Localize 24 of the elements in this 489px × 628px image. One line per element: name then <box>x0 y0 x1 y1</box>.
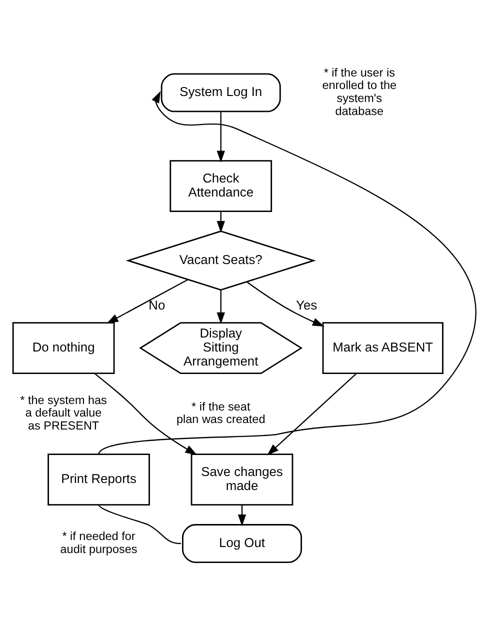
node-box: Log Out <box>182 524 302 563</box>
arrow <box>238 505 246 526</box>
edge-label: Yes <box>296 298 318 313</box>
arrow <box>216 212 225 233</box>
node-diamond: Vacant Seats? <box>126 230 316 291</box>
arrow <box>216 290 225 324</box>
node-label: * the system has a default value as PRESENT <box>20 394 107 433</box>
connector <box>98 504 181 544</box>
node-label: * if the user is enrolled to the system's database <box>322 66 397 118</box>
node-box: Save changes made <box>190 454 294 506</box>
arrow <box>94 373 198 455</box>
node-label: * if the seat plan was created <box>176 400 266 426</box>
arrow <box>267 373 357 456</box>
node-box: Print Reports <box>48 454 150 506</box>
arrow <box>246 282 324 327</box>
arrow <box>98 91 476 455</box>
node-box: System Log In <box>160 73 281 112</box>
arrow <box>216 112 225 162</box>
arrow <box>106 279 188 324</box>
node-box: Do nothing <box>12 322 115 374</box>
node-label: * if needed for audit purposes <box>60 530 138 556</box>
node-box: Check Attendance <box>170 160 272 212</box>
node-box: Mark as ABSENT <box>322 322 444 374</box>
edge-label: No <box>148 298 166 313</box>
